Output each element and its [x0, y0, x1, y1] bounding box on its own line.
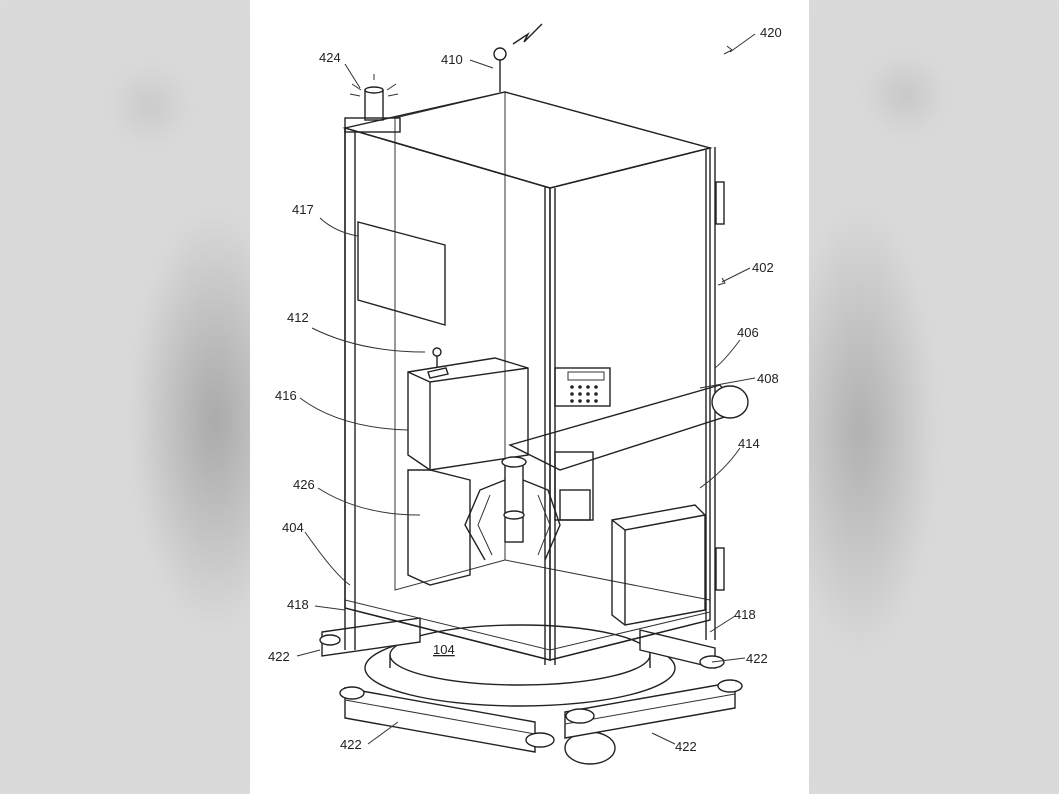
- leader-lines: [296, 33, 756, 745]
- support-leg-back-left: [319, 617, 421, 657]
- cage-top-mesh: [342, 91, 713, 189]
- robotic-arm: [508, 384, 749, 521]
- cage-frame: [344, 127, 716, 665]
- label-418-left: 418: [287, 597, 309, 612]
- antenna: [493, 23, 543, 92]
- label-417: 417: [292, 202, 314, 217]
- label-408: 408: [757, 371, 779, 386]
- beacon-light: [344, 74, 401, 133]
- label-406: 406: [737, 325, 759, 340]
- label-412: 412: [287, 310, 309, 325]
- display-panel: [357, 221, 446, 326]
- label-422-front-left: 422: [340, 737, 362, 752]
- label-414: 414: [738, 436, 760, 451]
- reference-numerals: 420 410 424 417 402 412 406 408 416 414 …: [268, 25, 782, 754]
- label-424: 424: [319, 50, 341, 65]
- keypad-terminal: [554, 367, 611, 407]
- label-404: 404: [282, 520, 304, 535]
- label-104: 104: [433, 642, 455, 657]
- label-422-front-right: 422: [675, 739, 697, 754]
- label-422-back-left: 422: [268, 649, 290, 664]
- item-bin-426: [407, 469, 471, 586]
- support-leg-front-left: [339, 686, 555, 753]
- rotating-base: [364, 624, 676, 765]
- support-leg-front-right: [564, 679, 743, 739]
- label-426: 426: [293, 477, 315, 492]
- gripper-claw: [464, 456, 561, 561]
- label-418-right: 418: [734, 607, 756, 622]
- label-422-back-right: 422: [746, 651, 768, 666]
- door-hinges: [715, 181, 725, 591]
- small-item-412: [427, 347, 449, 379]
- label-416: 416: [275, 388, 297, 403]
- cage-front-right-panel: [549, 147, 711, 661]
- cage-back-panel: [394, 91, 711, 601]
- item-bin-416: [407, 357, 529, 471]
- label-410: 410: [441, 52, 463, 67]
- item-bin-right: [611, 504, 706, 626]
- label-420: 420: [760, 25, 782, 40]
- label-402: 402: [752, 260, 774, 275]
